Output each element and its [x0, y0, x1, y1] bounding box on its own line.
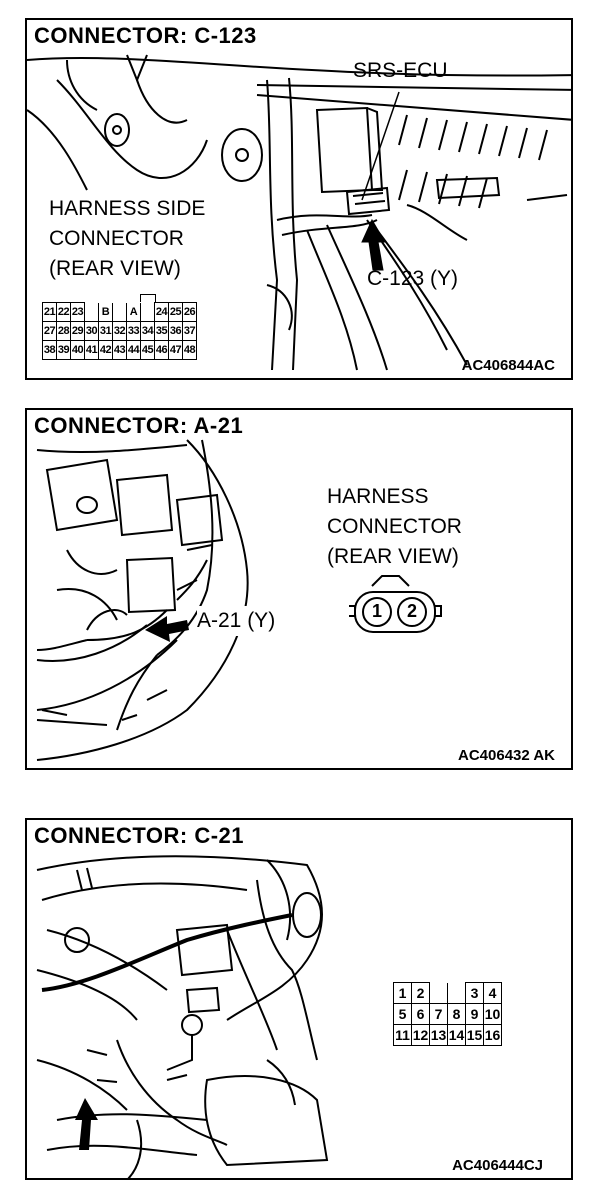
pin-cell: 46 — [154, 340, 169, 360]
arrow-icon — [145, 616, 189, 642]
pin-row: 27 28 29 30 31 32 33 34 35 36 37 — [42, 321, 197, 341]
pin-cell — [140, 302, 155, 322]
pin-cell: 38 — [42, 340, 57, 360]
figure-code: AC406444CJ — [452, 1157, 543, 1174]
pin-cell: 2 — [411, 982, 430, 1004]
pin-cell: 5 — [393, 1003, 412, 1025]
pin-label: 2 — [406, 601, 417, 621]
pin-cell: 6 — [411, 1003, 430, 1025]
pin-cell: 41 — [84, 340, 99, 360]
pin-cell: 48 — [182, 340, 197, 360]
pin-cell: 28 — [56, 321, 71, 341]
pin-cell: 3 — [465, 982, 484, 1004]
panel-a21: CONNECTOR: A-21 HARNESS CONNECTOR (REAR … — [25, 408, 573, 770]
connector-label: C-123 (Y) — [367, 267, 459, 290]
pin-row: 11 12 13 14 15 16 — [393, 1024, 502, 1046]
srs-ecu-label: SRS-ECU — [353, 59, 448, 82]
pin-cell: 26 — [182, 302, 197, 322]
engine-bay-illustration — [36, 439, 442, 761]
pin-cell: 29 — [70, 321, 85, 341]
pin-cell: 39 — [56, 340, 71, 360]
panel-title: CONNECTOR: A-21 — [30, 413, 248, 439]
pin-cell: 32 — [112, 321, 127, 341]
panel-c123: CONNECTOR: C-123 SRS-ECU HARNESS SIDE CO… — [25, 18, 573, 380]
pin-row: 38 39 40 41 42 43 44 45 46 47 48 — [42, 340, 197, 360]
arrow-icon — [75, 1098, 98, 1150]
instrument-panel-illustration — [36, 855, 329, 1178]
panel-c21: CONNECTOR: C-21 1 2 3 4 5 6 7 8 9 10 11 … — [25, 818, 573, 1180]
connector-pin-grid: 21 22 23 B A 24 25 26 27 28 29 30 31 32 … — [42, 302, 197, 360]
pin-cell: 12 — [411, 1024, 430, 1046]
pin-cell: 16 — [483, 1024, 502, 1046]
pin-cell: 23 — [70, 302, 85, 322]
pin-cell: 11 — [393, 1024, 412, 1046]
figure-code: AC406844AC — [461, 357, 555, 374]
connector-label: A-21 (Y) — [197, 606, 276, 636]
pin-cell: 1 — [393, 982, 412, 1004]
harness-connector-label: HARNESS CONNECTOR (REAR VIEW) — [327, 485, 462, 568]
connector-pin-grid: 1 2 3 4 5 6 7 8 9 10 11 12 13 14 15 16 — [393, 982, 502, 1046]
pin-row: 1 2 3 4 — [393, 982, 502, 1004]
pin-cell: 34 — [140, 321, 155, 341]
pin-cell: 40 — [70, 340, 85, 360]
pin-cell: 8 — [447, 1003, 466, 1025]
pin-label: 1 — [371, 601, 382, 621]
pin-cell: 45 — [140, 340, 155, 360]
pin-cell: 44 — [126, 340, 141, 360]
figure-code: AC406432 AK — [458, 747, 555, 764]
pin-cell: 15 — [465, 1024, 484, 1046]
panel-title: CONNECTOR: C-21 — [30, 823, 249, 849]
pin-cell: 27 — [42, 321, 57, 341]
pin-cell: 47 — [168, 340, 183, 360]
pin-cell — [447, 982, 466, 1004]
pin-cell: 36 — [168, 321, 183, 341]
pin-cell: A — [126, 302, 141, 322]
pin-row: 5 6 7 8 9 10 — [393, 1003, 502, 1025]
pin-cell: 14 — [447, 1024, 466, 1046]
pin-cell: 7 — [429, 1003, 448, 1025]
pin-row: 21 22 23 B A 24 25 26 — [42, 302, 197, 322]
pin-cell: 31 — [98, 321, 113, 341]
dashboard-illustration — [27, 54, 571, 371]
pin-cell: 13 — [429, 1024, 448, 1046]
pin-cell: 30 — [84, 321, 99, 341]
pin-cell: 21 — [42, 302, 57, 322]
pin-cell: 9 — [465, 1003, 484, 1025]
pin-cell: 24 — [154, 302, 169, 322]
pin-cell: 37 — [182, 321, 197, 341]
pin-cell: 43 — [112, 340, 127, 360]
pin-cell — [429, 982, 448, 1004]
pin-cell: 10 — [483, 1003, 502, 1025]
pin-cell: 33 — [126, 321, 141, 341]
pin-cell: 42 — [98, 340, 113, 360]
pin-cell: 22 — [56, 302, 71, 322]
harness-side-connector-label: HARNESS SIDE CONNECTOR (REAR VIEW) — [49, 197, 206, 280]
pin-cell: 25 — [168, 302, 183, 322]
pin-cell: 4 — [483, 982, 502, 1004]
panel-title: CONNECTOR: C-123 — [30, 23, 261, 49]
connector-tab — [140, 294, 156, 303]
pin-cell: B — [98, 302, 113, 322]
pin-cell — [84, 302, 99, 322]
pin-cell: 35 — [154, 321, 169, 341]
arrow-icon — [361, 218, 386, 271]
pin-cell — [112, 302, 127, 322]
